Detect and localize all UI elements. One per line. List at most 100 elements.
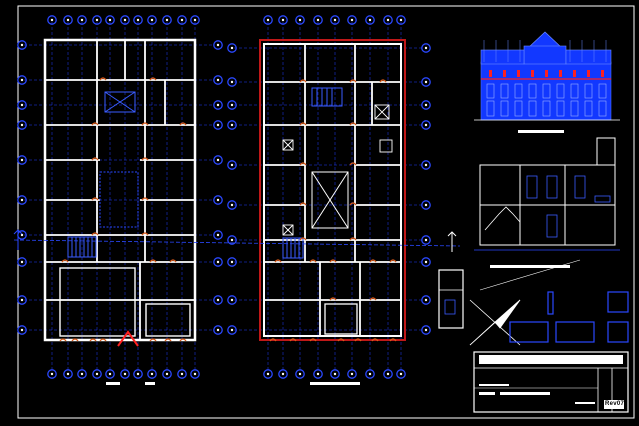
- axis-bubble-dot: [216, 260, 220, 264]
- axis-bubble: [17, 100, 27, 110]
- plan1-interior-walls: [45, 40, 195, 340]
- title-block-stamp: Rev07: [605, 401, 625, 407]
- axis-bubble-dot: [180, 18, 184, 22]
- axis-bubble: [77, 369, 87, 379]
- door-swing: [99, 338, 107, 342]
- axis-bubble: [17, 155, 27, 165]
- plan2-axis-bubbles: [227, 15, 431, 379]
- axis-bubble-dot: [350, 18, 354, 22]
- axis-bubble: [47, 369, 57, 379]
- door-swing: [179, 122, 187, 126]
- facade-window-lower: [570, 100, 579, 117]
- door-swing: [349, 237, 357, 241]
- axis-bubble: [227, 120, 237, 130]
- axis-bubble-dot: [230, 203, 234, 207]
- axis-bubble-dot: [20, 260, 24, 264]
- axis-bubble: [313, 369, 323, 379]
- facade-red-panel: [489, 70, 492, 77]
- axis-bubble: [421, 295, 431, 305]
- axis-bubble-dot: [333, 372, 337, 376]
- door-swing: [89, 338, 97, 342]
- section-arrow-left: [13, 229, 23, 250]
- axis-bubble: [162, 369, 172, 379]
- axis-bubble-dot: [316, 18, 320, 22]
- axis-bubble: [263, 369, 273, 379]
- axis-bubble-dot: [424, 46, 428, 50]
- axis-bubble-dot: [20, 328, 24, 332]
- drawing-frame: [17, 5, 635, 419]
- axis-bubble-dot: [216, 198, 220, 202]
- axis-bubble-dot: [230, 123, 234, 127]
- door-swing: [141, 157, 149, 161]
- door-swing: [349, 79, 357, 83]
- axis-bubble-dot: [216, 123, 220, 127]
- title-block[interactable]: [473, 351, 629, 413]
- plan1-label-bar: [106, 382, 120, 385]
- door-swing: [71, 338, 79, 342]
- axis-bubble-dot: [136, 372, 140, 376]
- axis-bubble-dot: [386, 372, 390, 376]
- door-swing: [149, 338, 157, 342]
- plan2-courtyard-void: [311, 171, 349, 229]
- door-swing: [289, 338, 297, 342]
- axis-bubble-dot: [424, 203, 428, 207]
- axis-bubble: [330, 15, 340, 25]
- axis-bubble-dot: [424, 123, 428, 127]
- axis-bubble-dot: [193, 372, 197, 376]
- axis-bubble-dot: [95, 372, 99, 376]
- axis-bubble-dot: [266, 372, 270, 376]
- axis-bubble-dot: [368, 18, 372, 22]
- axis-bubble: [396, 369, 406, 379]
- axis-bubble-dot: [20, 78, 24, 82]
- axis-bubble: [227, 295, 237, 305]
- axis-bubble-dot: [368, 372, 372, 376]
- facade-window-lower: [486, 100, 495, 117]
- door-swing: [349, 162, 357, 166]
- axis-bubble-dot: [216, 43, 220, 47]
- building-section[interactable]: [474, 137, 620, 268]
- axis-bubble-dot: [424, 238, 428, 242]
- facade-window-lower: [542, 100, 551, 117]
- axis-bubble: [213, 230, 223, 240]
- axis-bubble-dot: [230, 298, 234, 302]
- axis-bubble-dot: [108, 18, 112, 22]
- door-swing: [349, 202, 357, 206]
- axis-bubble: [213, 75, 223, 85]
- plan1-entrance-marker: [117, 330, 139, 347]
- facade-window-lower: [528, 100, 537, 117]
- axis-bubble: [213, 155, 223, 165]
- axis-bubble: [92, 15, 102, 25]
- door-swing: [141, 197, 149, 201]
- key-plan[interactable]: [438, 269, 464, 329]
- axis-bubble-dot: [180, 372, 184, 376]
- axis-bubble-dot: [80, 18, 84, 22]
- axis-bubble: [227, 235, 237, 245]
- facade-elevation[interactable]: [474, 31, 620, 133]
- axis-bubble-dot: [216, 78, 220, 82]
- axis-bubble: [421, 120, 431, 130]
- facade-red-panel: [531, 70, 534, 77]
- section-stair: [484, 206, 521, 231]
- door-swing: [371, 338, 379, 342]
- axis-bubble-dot: [50, 372, 54, 376]
- axis-bubble-dot: [123, 372, 127, 376]
- axis-bubble-dot: [20, 233, 24, 237]
- axis-bubble: [421, 257, 431, 267]
- axis-bubble: [227, 100, 237, 110]
- floor-plan-ground[interactable]: [17, 15, 223, 385]
- axis-bubble-dot: [399, 372, 403, 376]
- axis-bubble: [120, 369, 130, 379]
- axis-bubble-dot: [95, 18, 99, 22]
- axis-bubble-dot: [216, 328, 220, 332]
- axis-bubble-dot: [20, 103, 24, 107]
- door-swing: [164, 338, 172, 342]
- plan1-scale-bar: [145, 382, 155, 385]
- axis-bubble: [47, 15, 57, 25]
- floor-plan-upper[interactable]: [227, 15, 431, 385]
- axis-bubble: [92, 369, 102, 379]
- axis-bubble-dot: [80, 372, 84, 376]
- axis-bubble-dot: [216, 233, 220, 237]
- axis-bubble: [17, 295, 27, 305]
- door-swing: [179, 338, 187, 342]
